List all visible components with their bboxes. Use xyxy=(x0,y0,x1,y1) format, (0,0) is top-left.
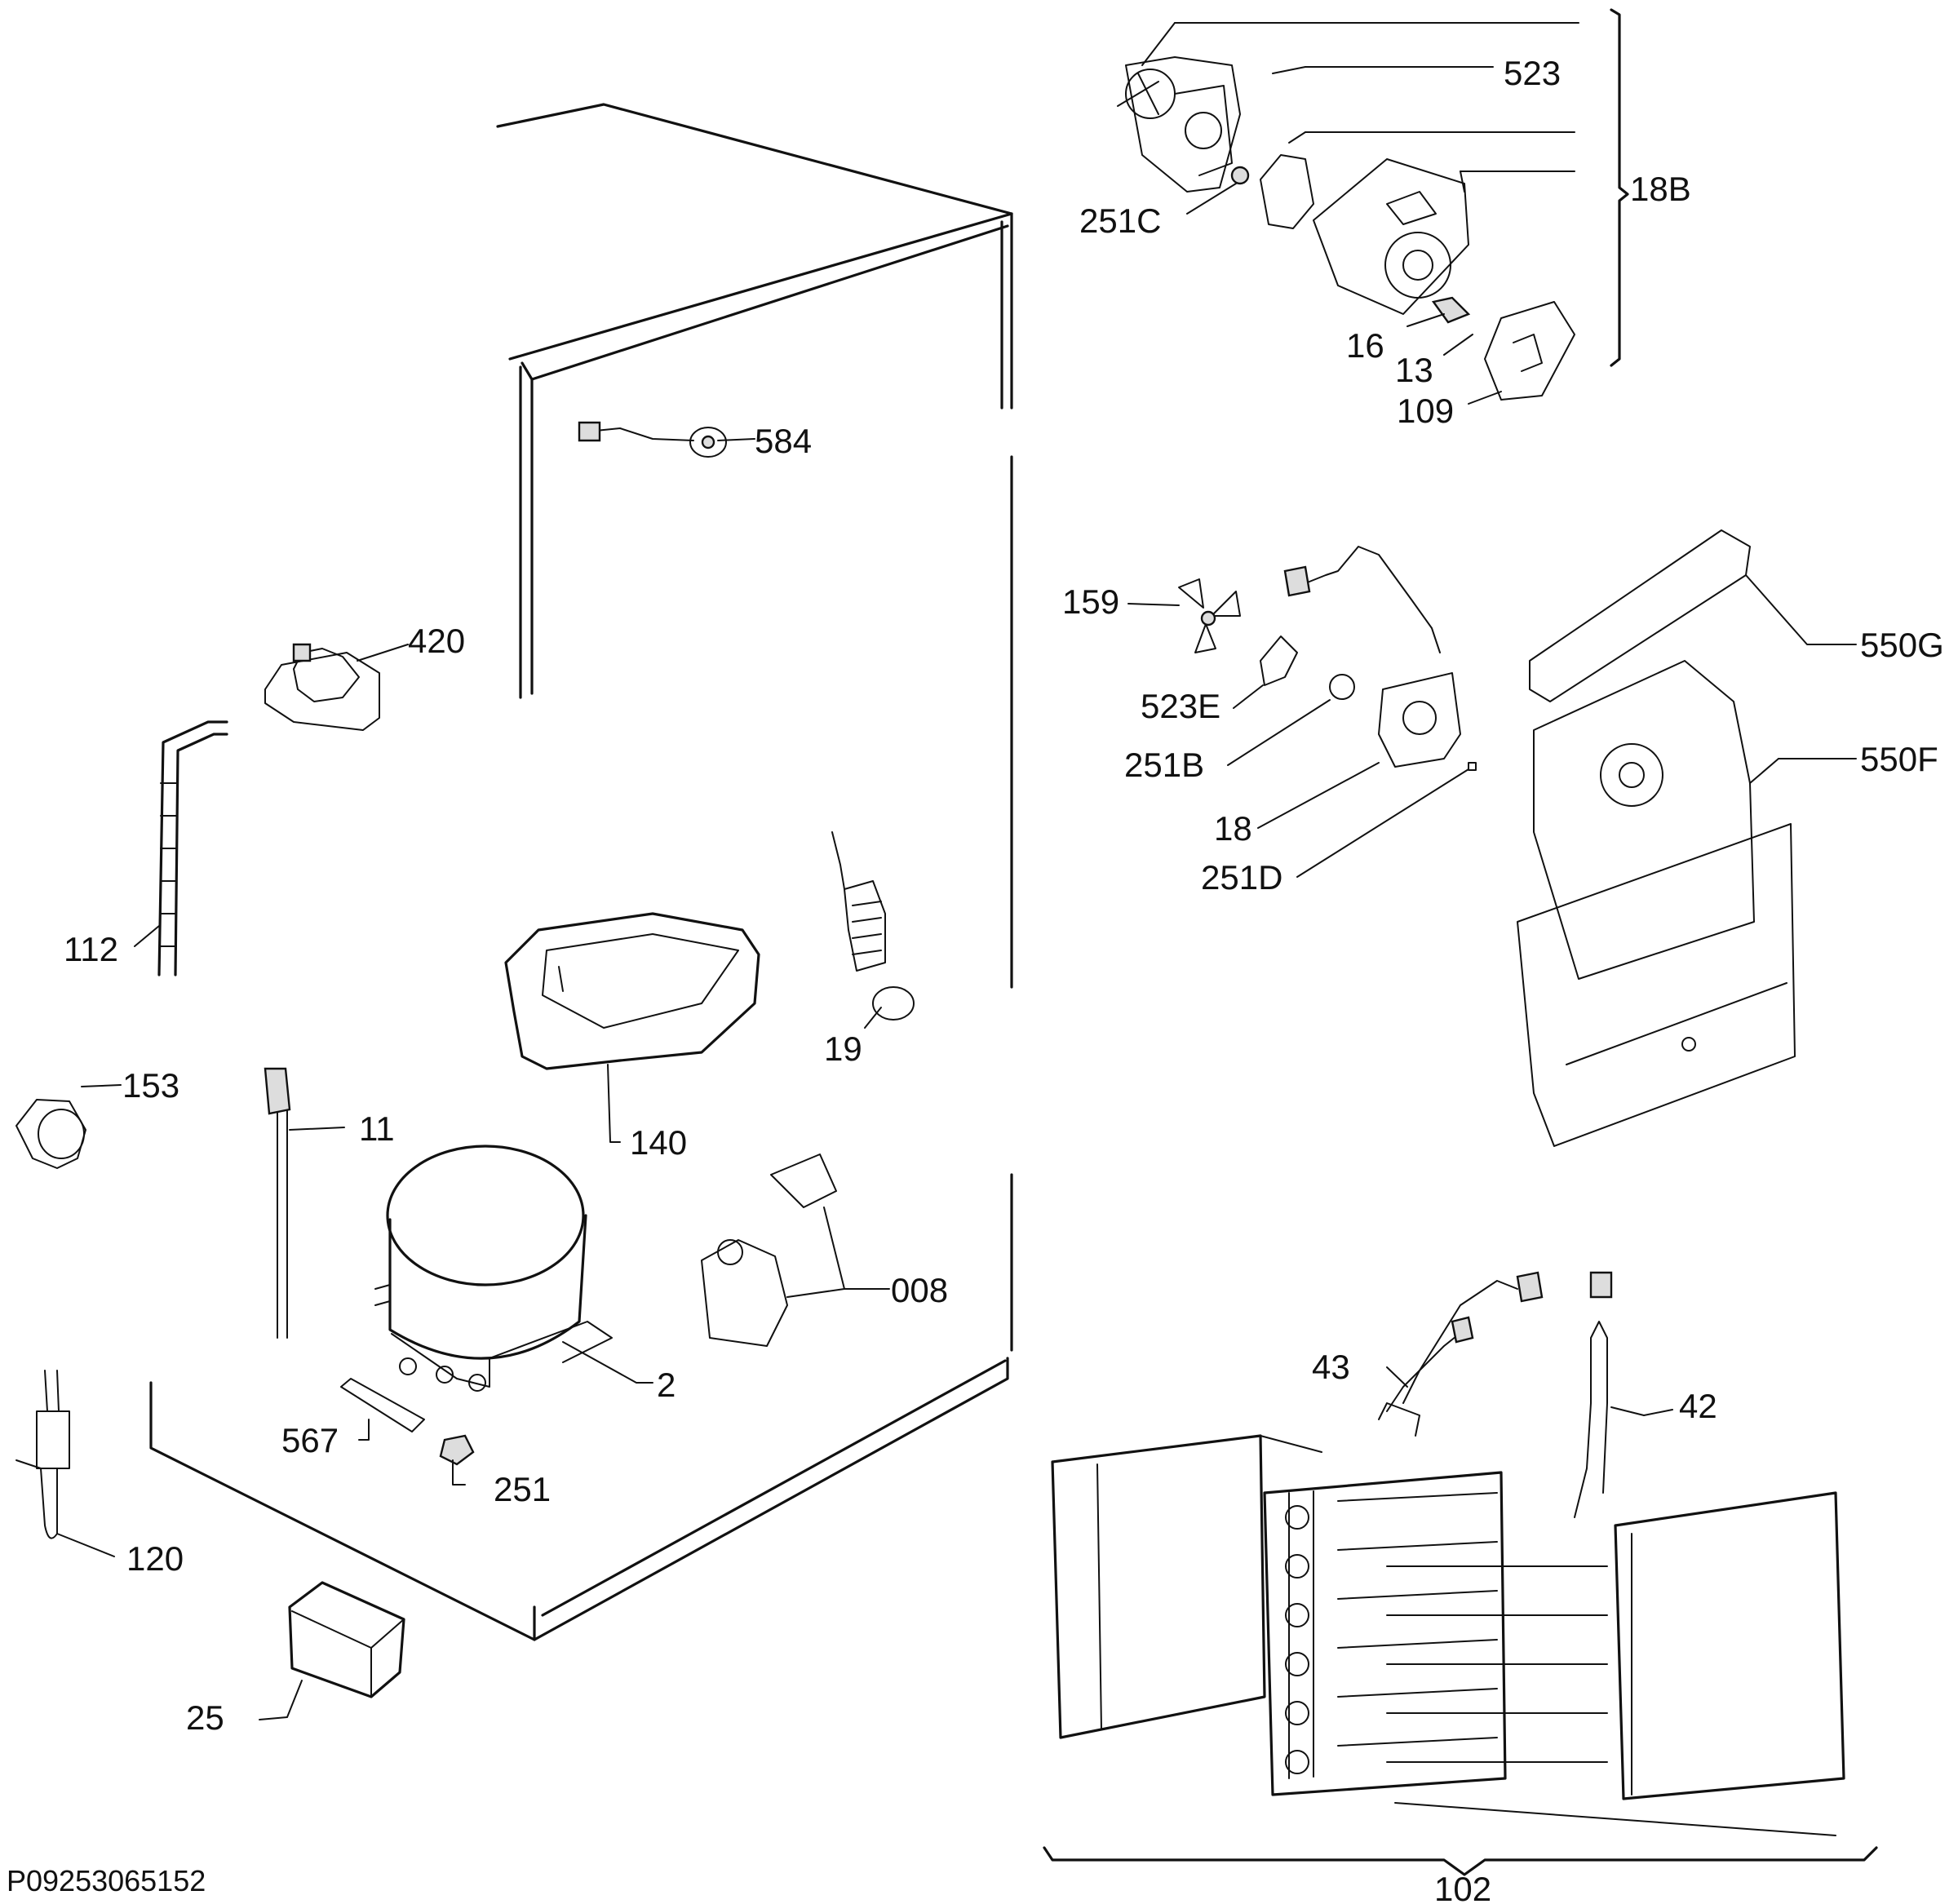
fan-assembly-18b xyxy=(1117,56,1575,401)
label-102: 102 xyxy=(1434,1870,1491,1904)
label-420: 420 xyxy=(408,622,465,660)
part-153 xyxy=(16,1099,86,1169)
label-2: 2 xyxy=(657,1366,676,1404)
cabinet-outline xyxy=(149,103,1013,1641)
bracket-102 xyxy=(1043,1846,1878,1876)
label-251d: 251D xyxy=(1201,858,1282,897)
air-duct-550 xyxy=(1517,529,1796,1147)
label-13: 13 xyxy=(1395,351,1433,389)
label-112: 112 xyxy=(64,930,118,968)
fan-motor-18 xyxy=(1260,546,1477,771)
fan-blade-159 xyxy=(1178,578,1241,653)
nut-251 xyxy=(439,1434,475,1466)
label-251: 251 xyxy=(494,1470,551,1508)
evaporator-coils xyxy=(1285,1505,1309,1774)
label-523: 523 xyxy=(1504,54,1561,92)
heater-19 xyxy=(831,831,915,1021)
bracket-18b xyxy=(1141,8,1629,405)
label-140: 140 xyxy=(630,1123,687,1162)
leader-lines xyxy=(56,438,1857,1720)
label-18b: 18B xyxy=(1630,170,1691,208)
label-11: 11 xyxy=(359,1109,395,1148)
label-153: 153 xyxy=(122,1066,179,1105)
label-008: 008 xyxy=(891,1271,948,1309)
cable-11 xyxy=(264,1067,291,1339)
drawing-code: P09253065152 xyxy=(7,1864,206,1897)
drip-tray-140 xyxy=(504,912,760,1070)
part-567 xyxy=(340,1378,425,1432)
evaporator-102 xyxy=(1051,1271,1845,1836)
label-567: 567 xyxy=(281,1421,339,1459)
label-25: 25 xyxy=(186,1698,224,1737)
part-25 xyxy=(288,1581,405,1698)
label-18: 18 xyxy=(1214,809,1252,848)
label-251c: 251C xyxy=(1079,201,1161,240)
label-550f: 550F xyxy=(1860,740,1938,778)
label-43: 43 xyxy=(1312,1348,1350,1386)
label-550g: 550G xyxy=(1860,626,1944,664)
label-19: 19 xyxy=(824,1029,862,1068)
starter-008 xyxy=(701,1153,837,1347)
compressor-2 xyxy=(374,1145,613,1392)
label-120: 120 xyxy=(126,1539,184,1578)
label-109: 109 xyxy=(1397,392,1454,430)
drain-tube-112 xyxy=(157,720,228,976)
label-159: 159 xyxy=(1062,582,1119,621)
label-523e: 523E xyxy=(1141,687,1220,725)
label-42: 42 xyxy=(1679,1387,1717,1425)
sensor-584 xyxy=(578,421,727,458)
label-16: 16 xyxy=(1346,326,1384,365)
part-120 xyxy=(16,1370,70,1539)
label-584: 584 xyxy=(755,422,812,460)
part-labels: 523 18B 251C 16 13 109 584 420 159 550G … xyxy=(7,54,1944,1904)
lamp-holder-420 xyxy=(264,643,380,731)
label-251b: 251B xyxy=(1124,746,1204,784)
